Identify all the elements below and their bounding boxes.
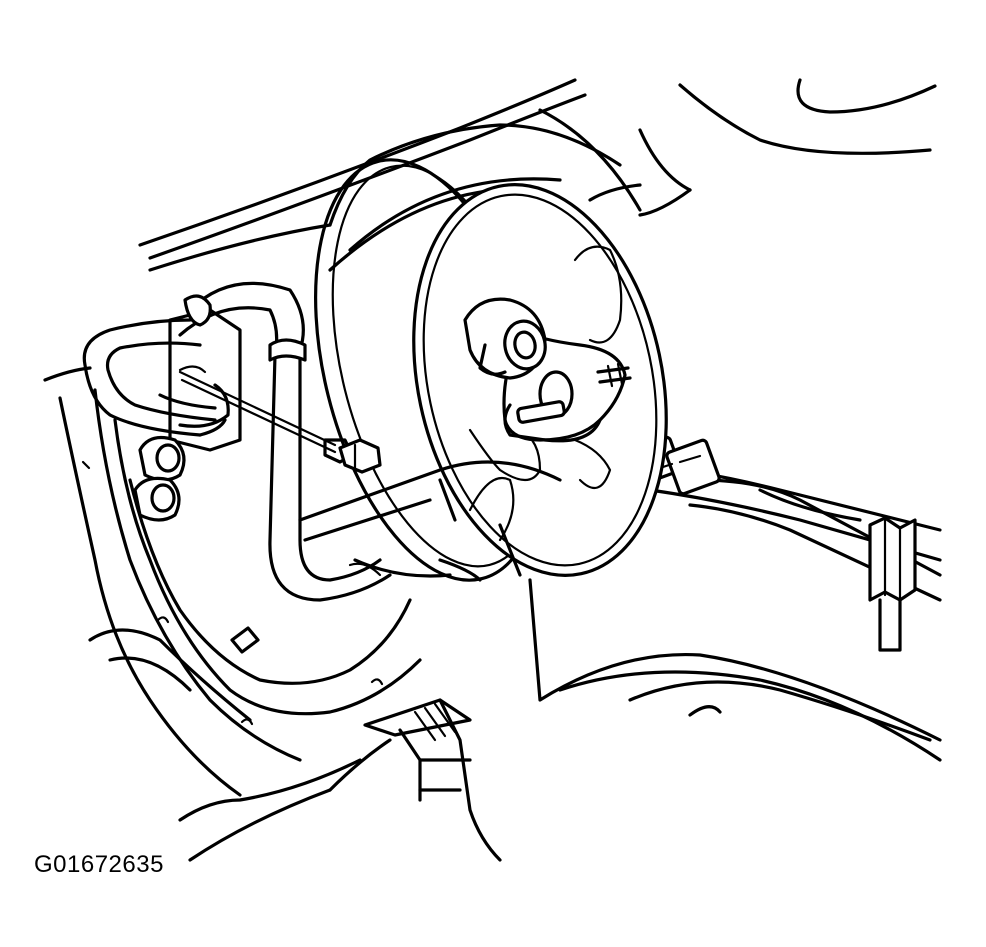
vacuum-check-valve <box>463 297 547 380</box>
left-fender-wall <box>43 366 422 797</box>
pipe-loop <box>82 318 230 437</box>
lower-right-firewall <box>528 578 942 762</box>
right-upper-panel <box>638 78 937 217</box>
lower-left-panel <box>88 628 392 862</box>
figure-id-label: G01672635 <box>34 851 164 878</box>
vacuum-hose <box>178 281 392 602</box>
upper-body-panel <box>138 78 642 272</box>
lower-support-bracket <box>363 698 502 862</box>
booster-base <box>298 460 562 582</box>
brake-line-assembly <box>638 435 942 652</box>
fittings <box>133 436 186 522</box>
booster-bolt <box>178 370 382 474</box>
